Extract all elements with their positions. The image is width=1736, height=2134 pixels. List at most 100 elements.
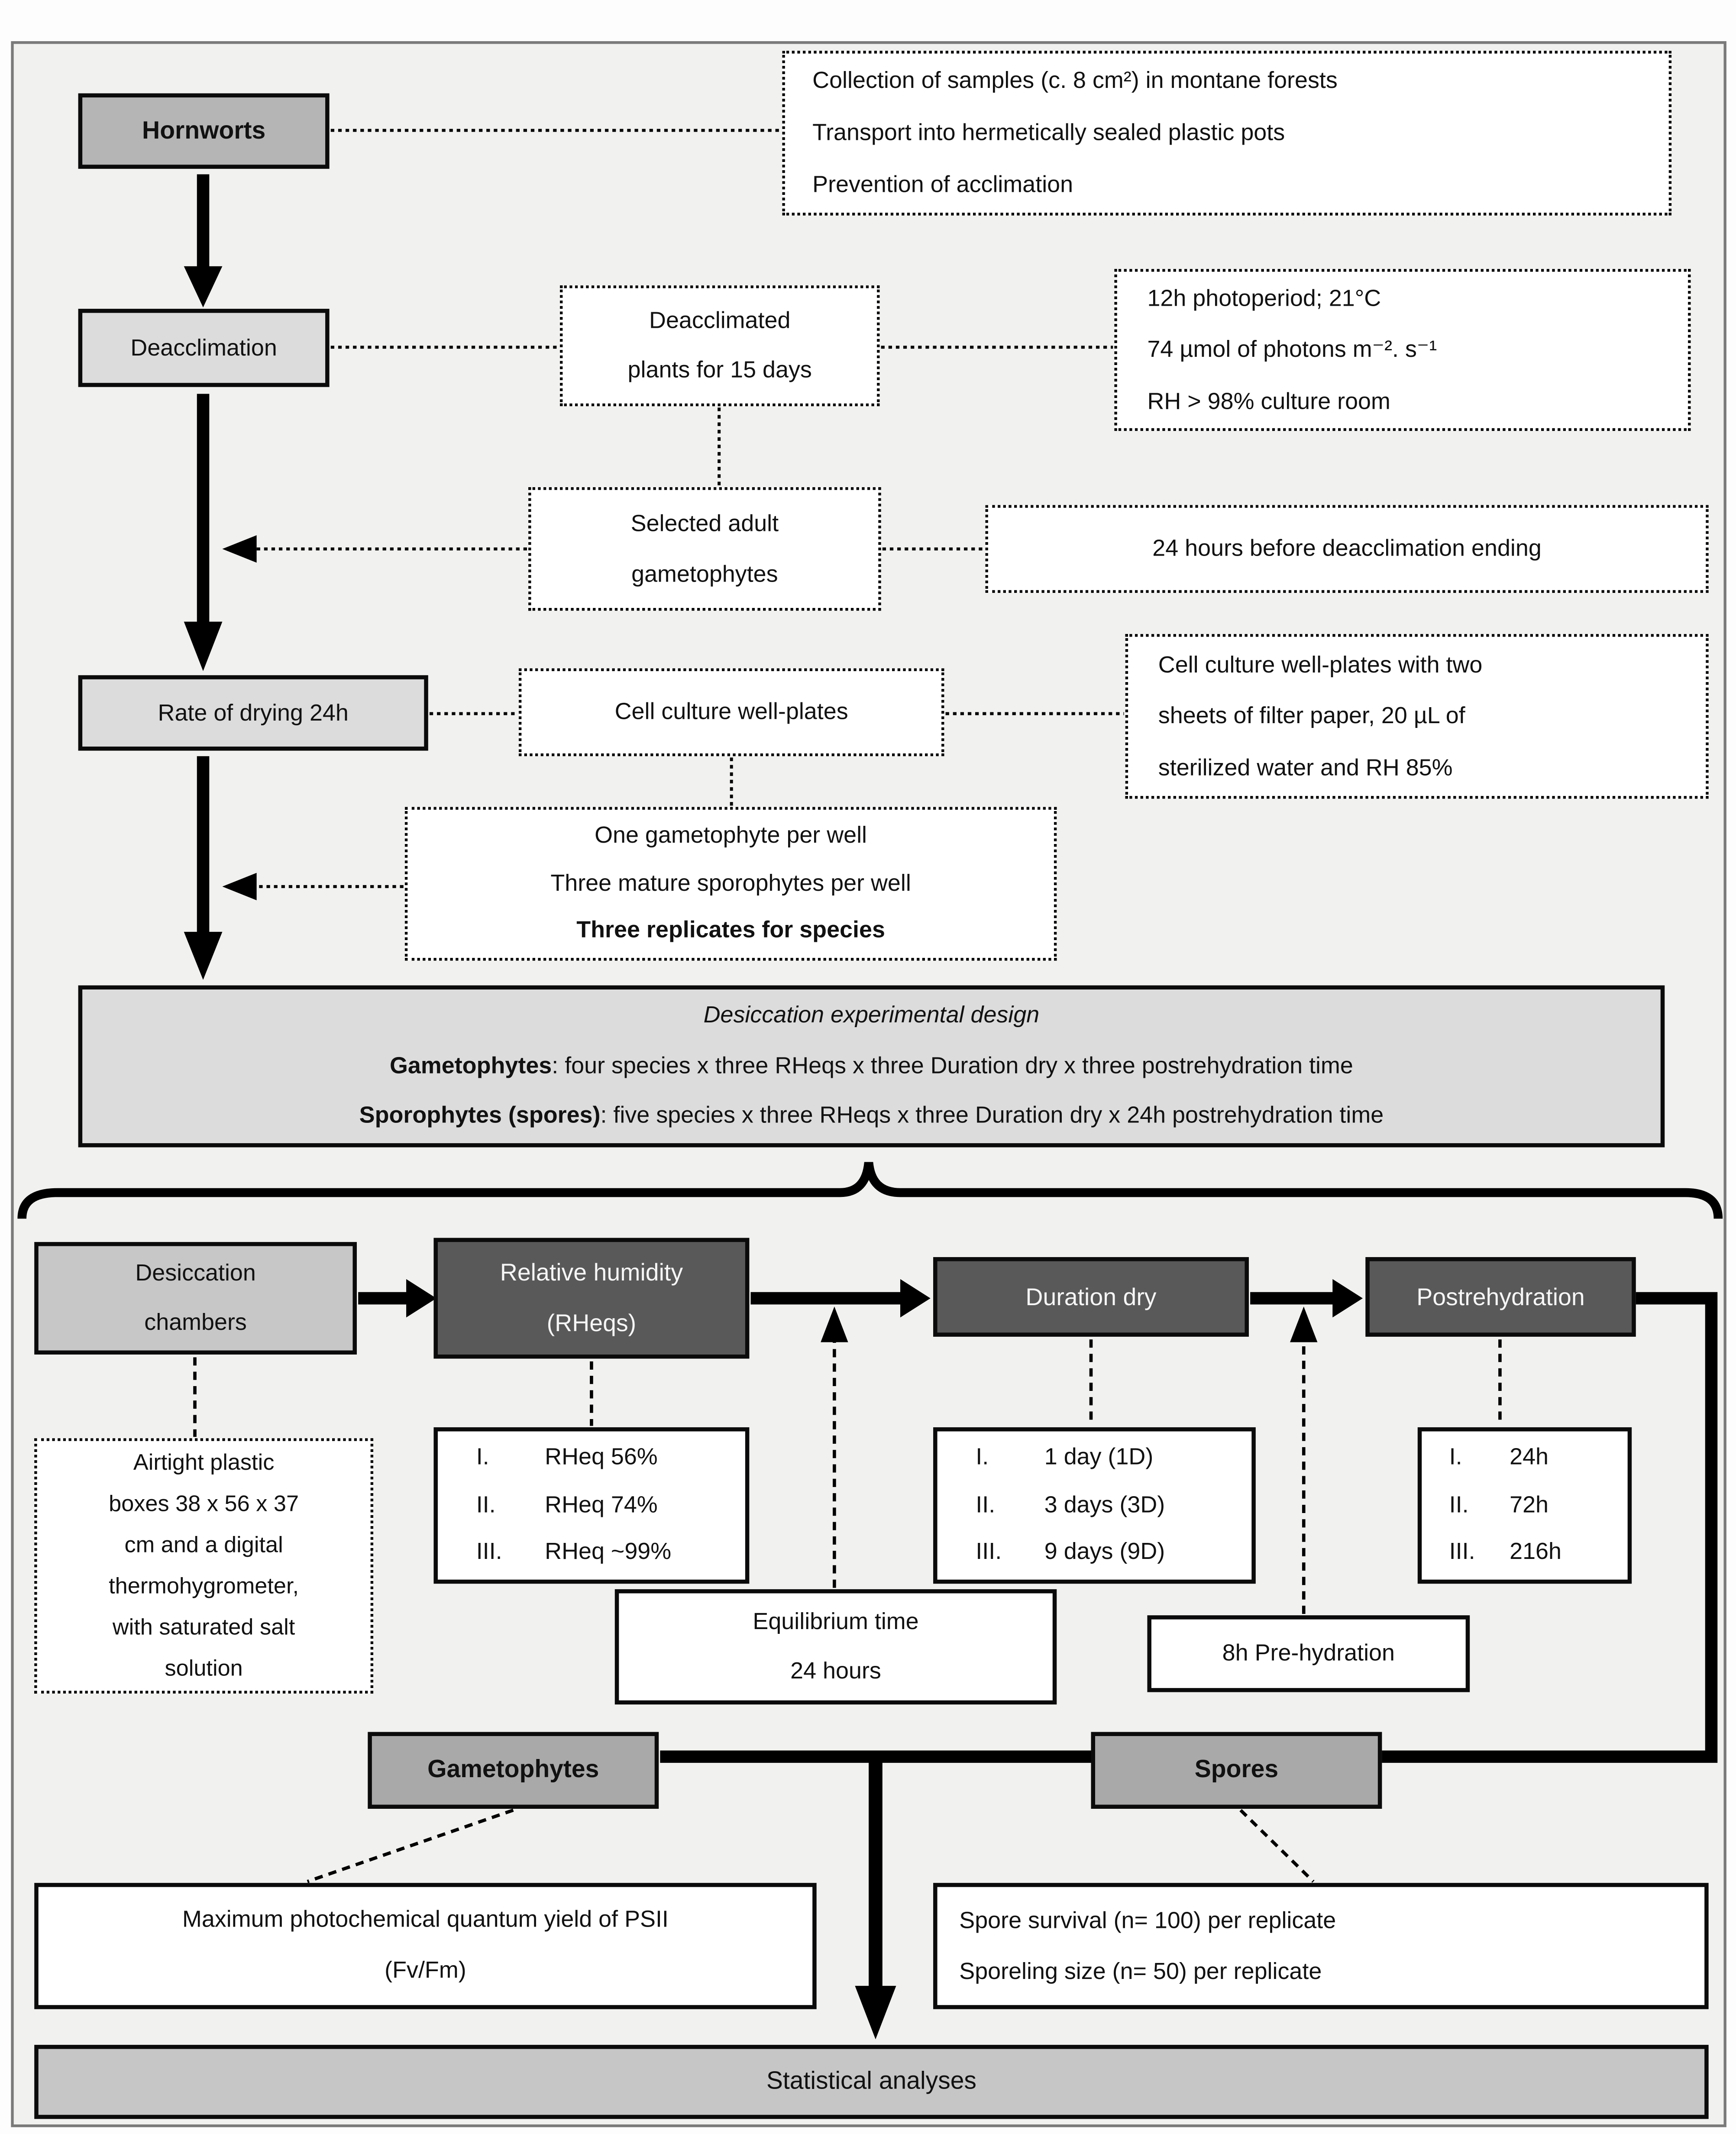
design-prefix: Gametophytes: [390, 1052, 552, 1079]
note-line: One gametophyte per well: [595, 821, 867, 848]
node-label: Spores: [1194, 1756, 1279, 1784]
note-culture-conditions: 12h photoperiod; 21°C 74 µmol of photons…: [1114, 269, 1691, 431]
node-label: Desiccation: [135, 1260, 256, 1287]
list-item: I. RHeq 56%: [438, 1434, 745, 1481]
list-value: RHeq 56%: [545, 1443, 658, 1470]
design-rest: : four species x three RHeqs x three Dur…: [552, 1052, 1353, 1079]
list-numeral: II.: [976, 1491, 996, 1517]
node-relative-humidity: Relative humidity (RHeqs): [433, 1238, 750, 1359]
list-item: I. 1 day (1D): [938, 1434, 1252, 1481]
node-label: Deacclimation: [130, 334, 277, 361]
note-line: Maximum photochemical quantum yield of P…: [182, 1907, 669, 1933]
brace-icon: [17, 1162, 1723, 1219]
list-item: I. 24h: [1422, 1434, 1627, 1481]
list-rheq-levels: I. RHeq 56% II. RHeq 74% III.RHeq ~99%: [433, 1427, 750, 1584]
node-experimental-design: Desiccation experimental design Gametoph…: [78, 985, 1665, 1148]
list-numeral: I.: [1449, 1443, 1462, 1470]
list-value: 9 days (9D): [1044, 1539, 1165, 1565]
design-title: Desiccation experimental design: [703, 1002, 1040, 1028]
note-line: RH > 98% culture room: [1147, 388, 1390, 414]
node-spores: Spores: [1091, 1732, 1382, 1809]
note-line: Three mature sporophytes per well: [550, 869, 911, 896]
note-line: Cell culture well-plates: [614, 698, 848, 725]
list-value: RHeq 74%: [545, 1491, 658, 1517]
dotted-connector: [244, 129, 1124, 888]
list-item: III.9 days (9D): [938, 1529, 1252, 1577]
note-line: 8h Pre-hydration: [1222, 1640, 1395, 1666]
list-numeral: I.: [976, 1443, 989, 1470]
list-value: 216h: [1510, 1539, 1562, 1565]
note-equilibrium-time: Equilibrium time 24 hours: [614, 1589, 1057, 1705]
note-line: Deacclimated: [649, 307, 791, 334]
note-line: 74 µmol of photons m⁻². s⁻¹: [1147, 336, 1437, 363]
list-item: III. 216h: [1422, 1529, 1627, 1577]
note-line: Prevention of acclimation: [812, 171, 1073, 197]
node-postrehydration: Postrehydration: [1365, 1257, 1636, 1337]
list-numeral: I.: [476, 1443, 489, 1470]
note-24h-before-ending: 24 hours before deacclimation ending: [985, 505, 1709, 593]
list-item: II. 72h: [1422, 1481, 1627, 1529]
note-spore-metrics: Spore survival (n= 100) per replicate Sp…: [933, 1883, 1709, 2009]
note-line: (Fv/Fm): [385, 1957, 466, 1983]
note-line: gametophytes: [631, 561, 778, 588]
list-numeral: II.: [1449, 1491, 1469, 1517]
note-line: boxes 38 x 56 x 37: [109, 1491, 299, 1516]
list-item: II. 3 days (3D): [938, 1481, 1252, 1529]
note-line: Transport into hermetically sealed plast…: [812, 120, 1285, 146]
note-prehydration: 8h Pre-hydration: [1147, 1615, 1470, 1692]
design-prefix: Sporophytes (spores): [359, 1102, 601, 1128]
note-selected-gametophytes: Selected adult gametophytes: [528, 487, 881, 611]
node-deacclimation: Deacclimation: [78, 309, 330, 387]
list-item: III.RHeq ~99%: [438, 1529, 745, 1577]
list-value: 1 day (1D): [1044, 1443, 1154, 1470]
node-label: chambers: [144, 1309, 247, 1335]
design-gametophytes-line: Gametophytes: four species x three RHeqs…: [390, 1041, 1353, 1092]
list-value: RHeq ~99%: [545, 1539, 672, 1565]
down-arrow-icon: [184, 174, 896, 2040]
design-sporophytes-line: Sporophytes (spores): five species x thr…: [359, 1091, 1384, 1141]
note-airtight-boxes: Airtight plastic boxes 38 x 56 x 37 cm a…: [34, 1438, 374, 1694]
note-line: Collection of samples (c. 8 cm²) in mont…: [812, 68, 1338, 94]
list-value: 24h: [1510, 1443, 1549, 1470]
note-line: Selected adult: [630, 510, 779, 536]
left-arrowhead-icon: [222, 535, 257, 900]
note-line: plants for 15 days: [627, 356, 812, 383]
list-numeral: II.: [476, 1491, 496, 1517]
note-line: 24 hours: [790, 1658, 881, 1684]
node-duration-dry: Duration dry: [933, 1257, 1249, 1337]
node-label: Hornworts: [142, 116, 266, 144]
note-line: 12h photoperiod; 21°C: [1147, 286, 1381, 312]
right-arrow-icon: [358, 1279, 1363, 1318]
note-line: with saturated salt: [112, 1615, 295, 1640]
note-line: sheets of filter paper, 20 µL of: [1158, 703, 1465, 730]
note-collection: Collection of samples (c. 8 cm²) in mont…: [782, 51, 1672, 216]
node-label: (RHeqs): [546, 1309, 637, 1337]
list-value: 72h: [1510, 1491, 1549, 1517]
note-fvfm-measurement: Maximum photochemical quantum yield of P…: [34, 1883, 817, 2009]
note-line: Airtight plastic: [133, 1450, 275, 1475]
note-line: thermohygrometer,: [109, 1574, 299, 1599]
list-value: 3 days (3D): [1044, 1491, 1165, 1517]
note-line: Cell culture well-plates with two: [1158, 652, 1483, 679]
list-item: II. RHeq 74%: [438, 1481, 745, 1529]
node-hornworts: Hornworts: [78, 93, 330, 169]
list-postrehydration-levels: I. 24h II. 72h III. 216h: [1417, 1427, 1632, 1584]
node-label: Rate of drying 24h: [158, 699, 349, 726]
node-gametophytes: Gametophytes: [368, 1732, 659, 1809]
note-line: Sporeling size (n= 50) per replicate: [959, 1958, 1322, 1985]
node-rate-of-drying: Rate of drying 24h: [78, 675, 428, 751]
node-label: Relative humidity: [500, 1258, 683, 1287]
note-line: 24 hours before deacclimation ending: [1152, 535, 1542, 562]
note-well-plates-detail: Cell culture well-plates with two sheets…: [1125, 634, 1709, 799]
note-line: Equilibrium time: [753, 1609, 919, 1635]
node-label: Gametophytes: [427, 1756, 599, 1784]
node-statistical-analyses: Statistical analyses: [34, 2045, 1709, 2119]
node-label: Statistical analyses: [766, 2067, 976, 2095]
note-line: cm and a digital: [124, 1533, 283, 1558]
list-numeral: III.: [1449, 1539, 1475, 1565]
up-arrowhead-icon: [821, 1306, 1318, 1342]
note-line: solution: [165, 1656, 243, 1681]
node-desiccation-chambers: Desiccation chambers: [34, 1242, 357, 1355]
